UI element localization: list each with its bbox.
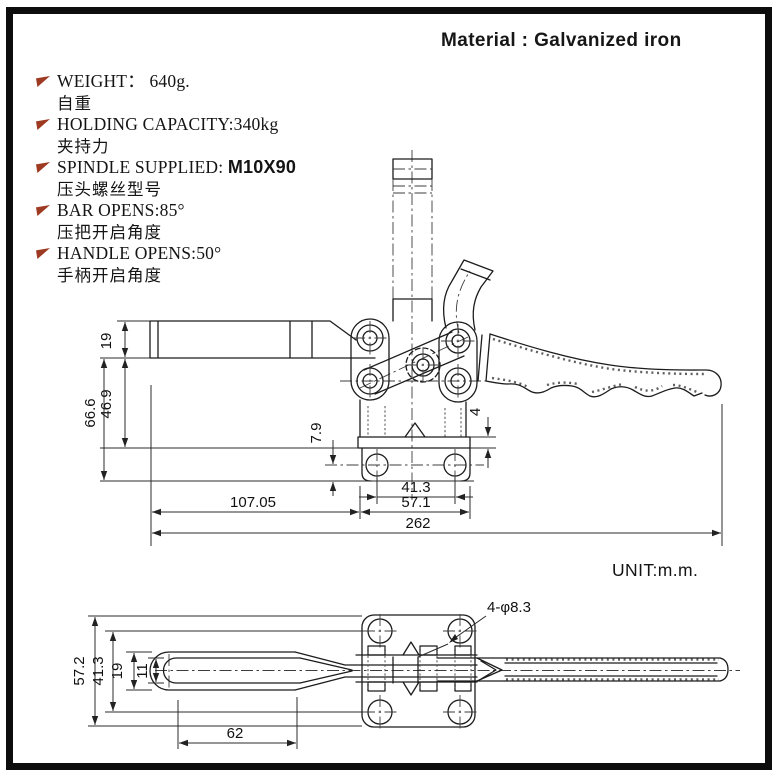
spec-text-en: HANDLE OPENS:50° [57, 243, 222, 263]
holes-callout-label: 4-φ8.3 [487, 599, 531, 616]
mounting-base [357, 399, 471, 482]
dim-hole-spacing-bottom: 41.3 [90, 656, 107, 685]
bullet-triangle-icon [36, 76, 50, 87]
dim-hole-spacing: 41.3 [401, 479, 430, 496]
clamp-bar [149, 320, 376, 359]
base-plate-top-view [355, 614, 478, 729]
dim-hole-offset: 7.9 [308, 423, 325, 444]
spec-item-spindle: SPINDLE SUPPLIED: M10X90 压头螺丝型号 [36, 157, 376, 200]
dim-slot-length: 62 [227, 725, 244, 742]
dim-flange-thickness: 4 [467, 408, 484, 416]
dim-overall-length: 262 [405, 515, 430, 532]
dim-bar-length: 107.05 [230, 494, 276, 511]
dim-bar-to-flange: 46.9 [98, 389, 115, 418]
spec-item-handle-opens: HANDLE OPENS:50° 手柄开启角度 [36, 243, 376, 286]
spec-text-en: WEIGHT： 640g. [57, 71, 190, 91]
page-border [6, 7, 772, 770]
spec-text-cn: 压头螺丝型号 [57, 179, 162, 199]
spec-item-holding-capacity: HOLDING CAPACITY:340kg 夹持力 [36, 114, 376, 157]
spec-text-cn: 手柄开启角度 [57, 265, 162, 285]
spec-text-cn: 夹持力 [57, 136, 110, 156]
spindle [392, 158, 433, 322]
dim-base-width: 57.2 [71, 656, 88, 685]
dim-bar-thickness: 19 [98, 333, 115, 350]
side-view-drawing: 19 46.9 66.6 7.9 4 41.3 57.1 107.05 262 [82, 150, 723, 546]
bullet-triangle-icon [36, 162, 50, 173]
u-bar-top-view [149, 651, 478, 691]
bullet-triangle-icon [36, 248, 50, 259]
dim-bar-width: 19 [109, 663, 126, 680]
dim-slot-width: 11 [134, 663, 151, 679]
spec-text-cn: 压把开启角度 [57, 222, 162, 242]
handle-arm [442, 259, 494, 334]
spec-list: WEIGHT： 640g. 自重 HOLDING CAPACITY:340kg … [36, 71, 376, 286]
side-dimension-lines [100, 322, 721, 537]
spindle-size-value: M10X90 [227, 157, 297, 177]
spec-text-en: BAR OPENS:85° [57, 200, 185, 220]
leader-arrowhead [449, 634, 458, 643]
spec-item-bar-opens: BAR OPENS:85° 压把开启角度 [36, 200, 376, 243]
spec-text-en: SPINDLE SUPPLIED: [57, 157, 228, 177]
dim-base-length: 57.1 [401, 494, 430, 511]
bottom-dimension-lines [91, 615, 487, 747]
bullet-triangle-icon [36, 119, 50, 130]
pivot-linkage [350, 318, 478, 403]
handle-rod-top-view [436, 657, 729, 682]
material-label: Material : Galvanized iron [441, 30, 682, 51]
spec-item-weight: WEIGHT： 640g. 自重 [36, 71, 376, 114]
bullet-triangle-icon [36, 205, 50, 216]
spec-text-en: HOLDING CAPACITY:340kg [57, 114, 279, 134]
bottom-view-drawing: 57.2 41.3 19 11 62 4-φ8.3 [71, 599, 740, 749]
dim-bar-to-base: 66.6 [82, 398, 99, 427]
handle-grip [477, 333, 722, 398]
unit-label: UNIT:m.m. [612, 560, 699, 580]
spec-text-cn: 自重 [57, 93, 92, 113]
